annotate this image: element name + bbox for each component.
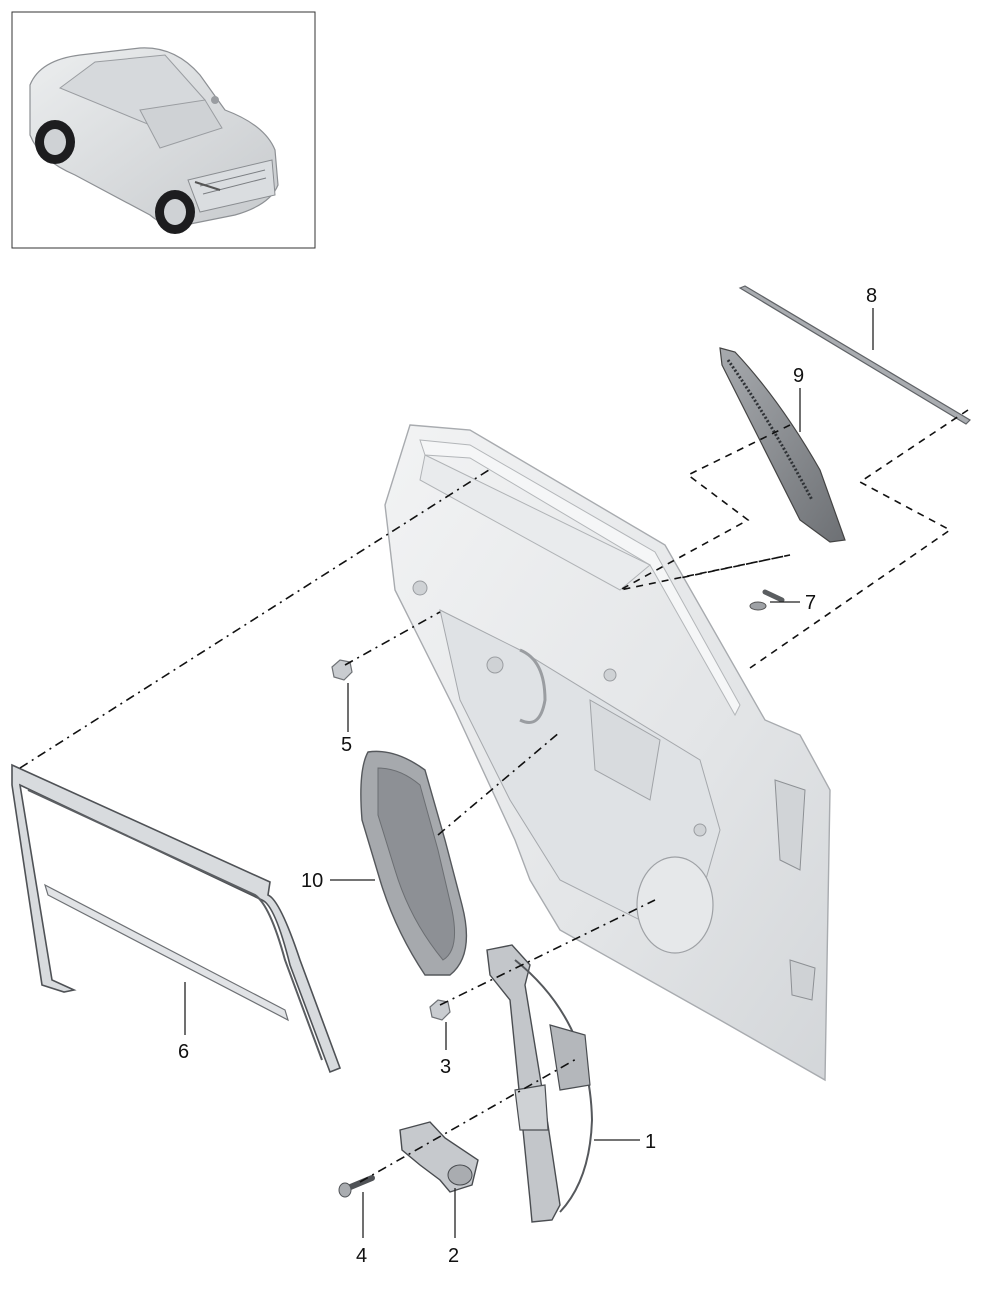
part-5-nut — [331, 659, 353, 681]
callout-5: 5 — [341, 734, 352, 756]
callout-3: 3 — [440, 1056, 451, 1078]
callout-2: 2 — [448, 1245, 459, 1267]
callout-7: 7 — [805, 592, 816, 614]
assembly-lines — [19, 409, 969, 1183]
callout-1: 1 — [645, 1131, 656, 1153]
callout-9: 9 — [793, 365, 804, 387]
callout-10: 10 — [301, 870, 323, 892]
vehicle-suv-illustration — [29, 47, 279, 234]
part-2-window-motor — [399, 1121, 479, 1193]
part-10-insulation-pad — [360, 750, 468, 976]
part-7-screw — [749, 589, 785, 611]
callout-8: 8 — [866, 285, 877, 307]
callout-4: 4 — [356, 1245, 367, 1267]
part-3-nut — [429, 999, 451, 1021]
callout-6: 6 — [178, 1041, 189, 1063]
part-9-window-channel — [719, 347, 846, 543]
rear-door-shell — [384, 424, 831, 1082]
part-4-bolt — [338, 1175, 375, 1198]
callout-labels: 8 9 7 5 10 6 3 1 2 4 — [178, 285, 877, 1267]
part-6-window-frame-seal — [11, 763, 342, 1074]
part-1-window-regulator — [486, 944, 594, 1223]
vehicle-overview-thumbnail — [11, 11, 316, 249]
part-8-window-strip — [738, 285, 971, 425]
leader-lines — [184, 308, 874, 1238]
